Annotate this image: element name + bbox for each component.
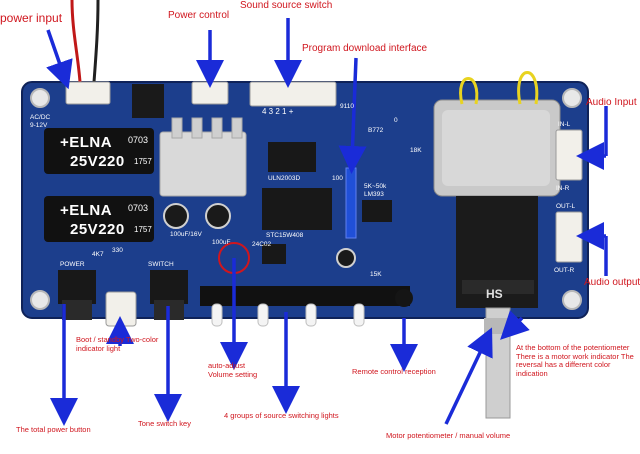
power-button — [58, 270, 96, 304]
silk-out-l: OUT-L — [556, 203, 576, 210]
label-tone-switch-key: Tone switch key — [138, 419, 191, 428]
label-audio-input: Audio Input — [586, 98, 637, 108]
mount-hole — [30, 290, 50, 310]
mount-hole — [562, 88, 582, 108]
mount-hole — [562, 290, 582, 310]
led-bar — [200, 286, 410, 306]
silk-9110: 9110 — [340, 103, 354, 110]
label-source-lights: 4 groups of source switching lights — [224, 411, 339, 420]
capacitor-1 — [44, 128, 154, 174]
silk-acdc: AC/DC — [30, 114, 51, 121]
silk-0: 0 — [394, 117, 398, 124]
small-capacitor — [336, 248, 356, 268]
silk-switch: SWITCH — [148, 261, 174, 268]
cap2-value: 25V220 — [70, 221, 125, 238]
label-power-control: Power control — [168, 10, 230, 21]
cap2-brand: +ELNA — [60, 202, 113, 219]
cap2-batch: 1757 — [134, 225, 152, 234]
cap-label-100uf: 100uF — [212, 239, 231, 246]
audio-input-connector — [555, 129, 583, 181]
motor-mark: HS — [486, 287, 503, 301]
label-boot-standby: Boot / standby Two-color indicator light — [76, 335, 159, 353]
power-control-chip — [132, 84, 164, 118]
ir-receiver — [395, 289, 413, 307]
silk-out-r: OUT-R — [554, 267, 575, 274]
switch-button — [150, 270, 188, 304]
cap2-code: 0703 — [128, 203, 149, 213]
cap1-value: 25V220 — [70, 153, 125, 170]
indicator-led — [105, 291, 137, 327]
label-audio-output: Audio output — [584, 278, 640, 288]
stc15-chip — [262, 188, 332, 230]
cap-label-100uf-16v: 100uF/16V — [170, 231, 202, 238]
label-sound-source-switch: Sound source switch — [240, 0, 333, 11]
chip-stc15: STC15W408 — [266, 232, 304, 239]
small-capacitor — [163, 203, 189, 229]
silk-pin-labels: 4 3 2 1 + — [262, 107, 294, 116]
chip-lm393: LM393 — [364, 191, 384, 198]
small-capacitor — [205, 203, 231, 229]
silk-b772: B772 — [368, 127, 384, 134]
label-power-input: power input — [0, 11, 63, 25]
silk-100: 100 — [332, 175, 343, 182]
label-program-download: Program download interface — [302, 43, 428, 54]
lm393-chip — [362, 200, 392, 222]
silk-330: 330 — [112, 247, 123, 254]
power-control-connector — [191, 81, 229, 105]
label-potentiometer-note: At the bottom of the potentiometer There… — [516, 343, 634, 378]
source-leds — [211, 303, 365, 327]
capacitor-2 — [44, 196, 154, 242]
audio-output-connector — [555, 211, 583, 263]
silk-power: POWER — [60, 261, 85, 268]
label-remote-reception: Remote control reception — [352, 367, 436, 376]
cap1-batch: 1757 — [134, 157, 152, 166]
label-total-power-button: The total power button — [16, 425, 91, 434]
label-motor-potentiometer: Motor potentiometer / manual volume — [386, 431, 511, 440]
silk-5k-50k: 5K~50k — [364, 183, 387, 190]
chip-24c02: 24C02 — [252, 241, 272, 248]
silk-4k7: 4K7 — [92, 251, 104, 258]
24c02-chip — [262, 244, 286, 264]
chip-uln2003: ULN2003D — [268, 175, 301, 182]
uln2003-chip — [268, 142, 316, 172]
silk-18k: 18K — [410, 147, 422, 154]
source-switch-connector — [249, 81, 337, 107]
cap1-brand: +ELNA — [60, 134, 113, 151]
silk-volt: 9-12V — [30, 122, 48, 129]
cap1-code: 0703 — [128, 135, 149, 145]
mount-hole — [30, 88, 50, 108]
silk-15k: 15K — [370, 271, 382, 278]
watermark: BAZAR — [530, 414, 619, 441]
power-connector — [65, 81, 111, 105]
silk-in-l: IN-L — [558, 121, 571, 128]
silk-in-r: IN-R — [556, 185, 570, 192]
annotation-arrows — [46, 18, 608, 426]
heat-sink — [159, 131, 247, 197]
download-header — [345, 167, 357, 239]
label-auto-adjust: auto-adjust Volume setting — [208, 361, 258, 379]
